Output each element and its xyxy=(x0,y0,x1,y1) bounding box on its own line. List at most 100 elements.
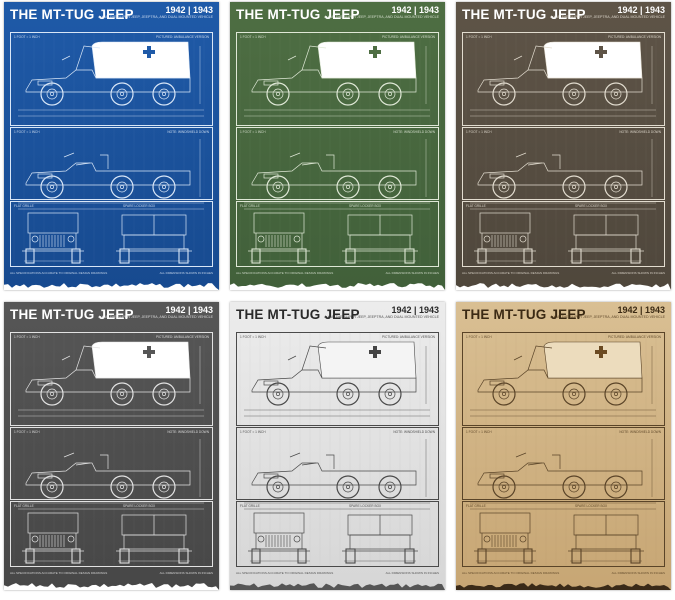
torn-edge xyxy=(230,283,445,290)
footer-left-text: ALL SPECIFICATIONS ACCURATE TO ORIGINAL … xyxy=(236,571,334,575)
jeep-front-view-icon xyxy=(248,212,310,264)
panel-label-front: FLAT GRILLE xyxy=(14,204,34,208)
jeep-side-view-icon xyxy=(18,439,204,510)
footer-right-text: ALL DIMENSIONS SHOWN IN INCHES xyxy=(159,271,213,275)
panel-label-note: PICTURED: AMBULANCE VERSION xyxy=(382,335,435,339)
blueprint-poster-blue: THE MT-TUG JEEP 1942 | 1943 A.K.A. THE S… xyxy=(4,2,219,290)
blueprint-drawing xyxy=(13,32,215,265)
jeep-side-view-icon xyxy=(18,41,204,117)
panel-label-front: FLAT GRILLE xyxy=(240,504,260,508)
panel-label-rear: SPARE LOCKER BOX xyxy=(575,204,608,208)
blueprint-drawing xyxy=(465,32,667,265)
poster-years: 1942 | 1943 xyxy=(391,5,439,15)
poster-years: 1942 | 1943 xyxy=(165,5,213,15)
jeep-rear-view-icon xyxy=(568,214,644,264)
poster-title: THE MT-TUG JEEP xyxy=(236,307,360,322)
panel-label-scale: 1 FOOT = 1 INCH xyxy=(466,335,492,339)
panel-label-note: NOTE: WINDSHIELD DOWN xyxy=(619,430,661,434)
jeep-front-view-icon xyxy=(474,212,536,264)
poster-years: 1942 | 1943 xyxy=(165,305,213,315)
blueprint-drawing xyxy=(465,332,667,565)
poster-header: THE MT-TUG JEEP 1942 | 1943 A.K.A. THE S… xyxy=(462,305,665,327)
side-view-panel-chassis: 1 FOOT = 1 INCH NOTE: WINDSHIELD DOWN xyxy=(10,127,213,200)
torn-edge xyxy=(4,583,219,590)
poster-footer: ALL SPECIFICATIONS ACCURATE TO ORIGINAL … xyxy=(236,269,439,281)
poster-title: THE MT-TUG JEEP xyxy=(462,307,586,322)
footer-left-text: ALL SPECIFICATIONS ACCURATE TO ORIGINAL … xyxy=(236,271,334,275)
panel-label-rear: SPARE LOCKER BOX xyxy=(349,204,382,208)
jeep-rear-view-icon xyxy=(116,514,192,564)
poster-subtitle: A.K.A. THE SUPER JEEP, JEEPTRA, AND DUAL… xyxy=(550,15,665,19)
poster-years: 1942 | 1943 xyxy=(617,305,665,315)
panel-label-scale: 1 FOOT = 1 INCH xyxy=(240,335,266,339)
jeep-side-view-icon xyxy=(470,439,656,510)
panel-label-scale: 1 FOOT = 1 INCH xyxy=(14,430,40,434)
front-rear-view-panel: FLAT GRILLE SPARE LOCKER BOX xyxy=(10,201,213,267)
footer-right-text: ALL DIMENSIONS SHOWN IN INCHES xyxy=(611,271,665,275)
poster-footer: ALL SPECIFICATIONS ACCURATE TO ORIGINAL … xyxy=(10,269,213,281)
medical-cross-icon xyxy=(143,46,155,58)
panel-label-front: FLAT GRILLE xyxy=(14,504,34,508)
footer-right-text: ALL DIMENSIONS SHOWN IN INCHES xyxy=(159,571,213,575)
side-view-panel-ambulance: 1 FOOT = 1 INCH PICTURED: AMBULANCE VERS… xyxy=(462,32,665,126)
jeep-rear-view-icon xyxy=(116,214,192,264)
poster-title: THE MT-TUG JEEP xyxy=(462,7,586,22)
poster-footer: ALL SPECIFICATIONS ACCURATE TO ORIGINAL … xyxy=(462,569,665,581)
poster-footer: ALL SPECIFICATIONS ACCURATE TO ORIGINAL … xyxy=(462,269,665,281)
poster-subtitle: A.K.A. THE SUPER JEEP, JEEPTRA, AND DUAL… xyxy=(550,315,665,319)
panel-label-note: PICTURED: AMBULANCE VERSION xyxy=(156,35,209,39)
poster-header: THE MT-TUG JEEP 1942 | 1943 A.K.A. THE S… xyxy=(462,5,665,27)
side-view-panel-chassis: 1 FOOT = 1 INCH NOTE: WINDSHIELD DOWN xyxy=(236,427,439,500)
panel-label-note: PICTURED: AMBULANCE VERSION xyxy=(608,35,661,39)
panel-label-scale: 1 FOOT = 1 INCH xyxy=(240,130,266,134)
poster-title: THE MT-TUG JEEP xyxy=(10,307,134,322)
poster-header: THE MT-TUG JEEP 1942 | 1943 A.K.A. THE S… xyxy=(10,5,213,27)
poster-subtitle: A.K.A. THE SUPER JEEP, JEEPTRA, AND DUAL… xyxy=(98,315,213,319)
side-view-panel-chassis: 1 FOOT = 1 INCH NOTE: WINDSHIELD DOWN xyxy=(10,427,213,500)
jeep-front-view-icon xyxy=(22,512,84,564)
medical-cross-icon xyxy=(369,346,381,358)
front-rear-view-panel: FLAT GRILLE SPARE LOCKER BOX xyxy=(236,201,439,267)
medical-cross-icon xyxy=(369,46,381,58)
panel-label-rear: SPARE LOCKER BOX xyxy=(575,504,608,508)
footer-right-text: ALL DIMENSIONS SHOWN IN INCHES xyxy=(385,571,439,575)
blueprint-drawing xyxy=(239,332,441,565)
panel-label-rear: SPARE LOCKER BOX xyxy=(123,504,156,508)
panel-label-scale: 1 FOOT = 1 INCH xyxy=(240,35,266,39)
footer-left-text: ALL SPECIFICATIONS ACCURATE TO ORIGINAL … xyxy=(462,571,560,575)
poster-footer: ALL SPECIFICATIONS ACCURATE TO ORIGINAL … xyxy=(10,569,213,581)
poster-years: 1942 | 1943 xyxy=(617,5,665,15)
footer-right-text: ALL DIMENSIONS SHOWN IN INCHES xyxy=(385,271,439,275)
blueprint-drawing xyxy=(239,32,441,265)
jeep-side-view-icon xyxy=(18,341,204,417)
side-view-panel-ambulance: 1 FOOT = 1 INCH PICTURED: AMBULANCE VERS… xyxy=(236,32,439,126)
front-rear-view-panel: FLAT GRILLE SPARE LOCKER BOX xyxy=(462,501,665,567)
blueprint-poster-sepia: THE MT-TUG JEEP 1942 | 1943 A.K.A. THE S… xyxy=(456,302,671,590)
jeep-front-view-icon xyxy=(474,512,536,564)
footer-left-text: ALL SPECIFICATIONS ACCURATE TO ORIGINAL … xyxy=(10,571,108,575)
medical-cross-icon xyxy=(143,346,155,358)
poster-subtitle: A.K.A. THE SUPER JEEP, JEEPTRA, AND DUAL… xyxy=(98,15,213,19)
panel-label-scale: 1 FOOT = 1 INCH xyxy=(466,130,492,134)
torn-edge xyxy=(456,283,671,290)
poster-years: 1942 | 1943 xyxy=(391,305,439,315)
poster-title: THE MT-TUG JEEP xyxy=(10,7,134,22)
panel-label-front: FLAT GRILLE xyxy=(240,204,260,208)
medical-cross-icon xyxy=(595,46,607,58)
jeep-front-view-icon xyxy=(22,212,84,264)
poster-subtitle: A.K.A. THE SUPER JEEP, JEEPTRA, AND DUAL… xyxy=(324,15,439,19)
torn-edge xyxy=(4,283,219,290)
blueprint-poster-white: THE MT-TUG JEEP 1942 | 1943 A.K.A. THE S… xyxy=(230,302,445,590)
poster-footer: ALL SPECIFICATIONS ACCURATE TO ORIGINAL … xyxy=(236,569,439,581)
panel-label-scale: 1 FOOT = 1 INCH xyxy=(466,430,492,434)
jeep-rear-view-icon xyxy=(568,514,644,564)
jeep-side-view-icon xyxy=(244,439,430,510)
panel-label-note: NOTE: WINDSHIELD DOWN xyxy=(393,130,435,134)
jeep-side-view-icon xyxy=(470,139,656,210)
front-rear-view-panel: FLAT GRILLE SPARE LOCKER BOX xyxy=(10,501,213,567)
blueprint-poster-green: THE MT-TUG JEEP 1942 | 1943 A.K.A. THE S… xyxy=(230,2,445,290)
panel-label-scale: 1 FOOT = 1 INCH xyxy=(240,430,266,434)
footer-right-text: ALL DIMENSIONS SHOWN IN INCHES xyxy=(611,571,665,575)
blueprint-poster-brown: THE MT-TUG JEEP 1942 | 1943 A.K.A. THE S… xyxy=(456,2,671,290)
